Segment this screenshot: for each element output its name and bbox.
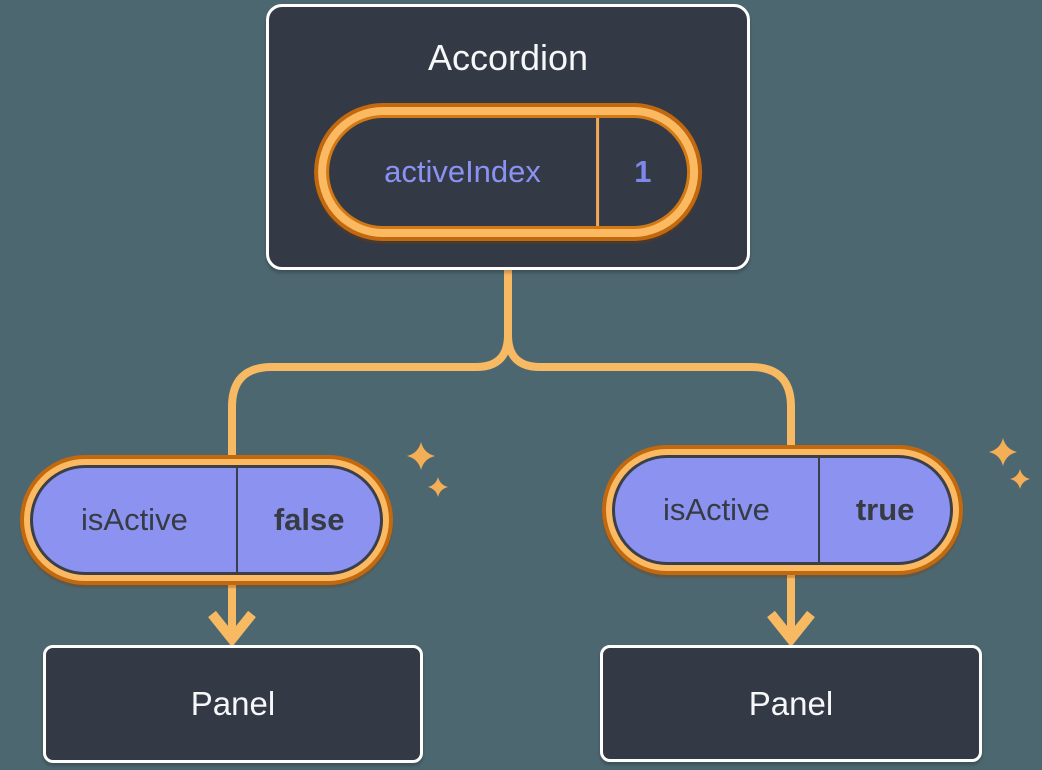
prop-pill-label: isActive bbox=[663, 492, 770, 527]
panel-title: Panel bbox=[190, 685, 276, 722]
prop-pill-divider bbox=[235, 468, 238, 572]
prop-pill-body: isActive true bbox=[612, 455, 954, 565]
prop-pill-ring: isActive true bbox=[606, 449, 960, 571]
state-pill-body: activeIndex 1 bbox=[326, 115, 690, 229]
panel-component-box-left: Panel bbox=[43, 645, 423, 763]
accordion-title: Accordion bbox=[427, 37, 589, 78]
prop-pill-value: true bbox=[855, 492, 915, 527]
state-pill-label: activeIndex bbox=[384, 154, 541, 189]
prop-pill-label: isActive bbox=[81, 502, 188, 537]
connector-right-branch bbox=[504, 268, 795, 632]
prop-pill-divider bbox=[817, 458, 820, 562]
sparkle-large-icon bbox=[407, 442, 435, 470]
prop-pill-isactive-false: isActive false bbox=[20, 455, 394, 585]
state-pill-divider bbox=[595, 118, 599, 226]
arrow-down-left-icon bbox=[208, 610, 256, 648]
prop-pill-isactive-true: isActive true bbox=[602, 445, 964, 575]
state-pill-value: 1 bbox=[634, 154, 652, 189]
state-pill-activeindex: activeIndex 1 bbox=[314, 103, 702, 241]
state-pill-ring: activeIndex 1 bbox=[318, 107, 698, 237]
panel-title: Panel bbox=[748, 684, 834, 722]
sparkle-small-icon bbox=[1010, 469, 1030, 489]
sparkle-small-icon bbox=[428, 477, 448, 497]
prop-pill-body: isActive false bbox=[30, 465, 384, 575]
sparkle-large-icon bbox=[989, 438, 1017, 466]
prop-pill-value: false bbox=[273, 502, 345, 537]
panel-component-box-right: Panel bbox=[600, 645, 982, 762]
prop-pill-ring: isActive false bbox=[24, 459, 390, 581]
arrow-down-right-icon bbox=[767, 610, 815, 648]
accordion-component-box: Accordion activeIndex 1 bbox=[266, 4, 750, 270]
